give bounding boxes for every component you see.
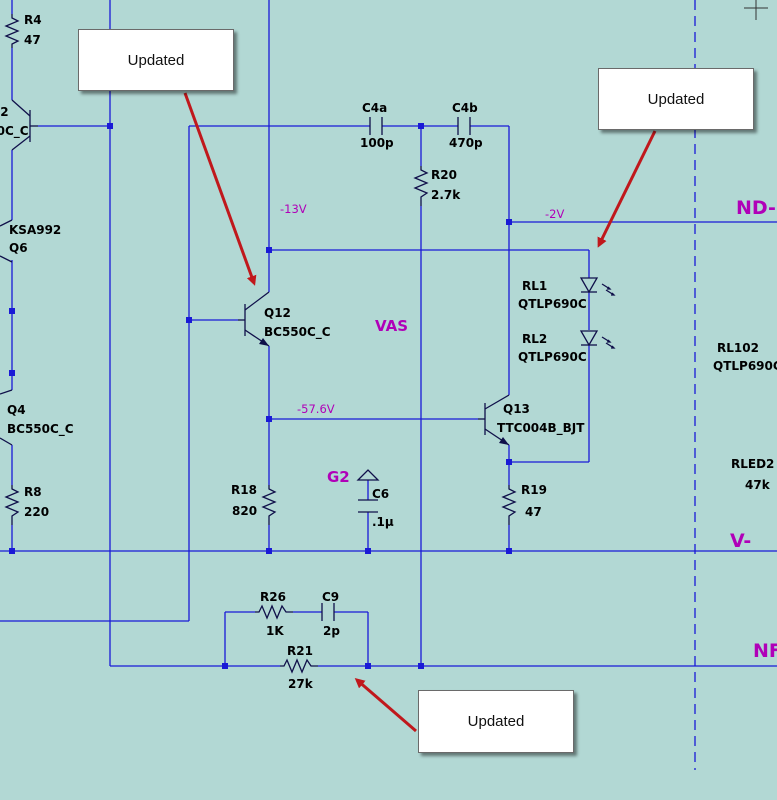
- label-r19-ref: R19: [521, 483, 547, 497]
- label-q6-value: KSA992: [9, 223, 61, 237]
- label-c9-ref: C9: [322, 590, 339, 604]
- led-rl2-symbol: [579, 330, 616, 349]
- label-c6-ref: C6: [372, 487, 389, 501]
- junction-dots: [9, 123, 512, 669]
- capacitor-c4a-symbol: [369, 117, 383, 135]
- callout-updated-q12: Updated: [78, 29, 234, 91]
- label-r18-value: 820: [232, 504, 257, 518]
- label-r26-ref: R26: [260, 590, 286, 604]
- net-label-minus-57-6v: -57.6V: [297, 402, 335, 416]
- resistor-r21-symbol: [280, 658, 318, 674]
- resistor-r18-symbol: [261, 485, 277, 525]
- label-rl2-ref: RL2: [522, 332, 547, 346]
- callout-text: Updated: [647, 90, 705, 108]
- label-c4b-value: 470p: [449, 136, 483, 150]
- label-r4-ref: R4: [24, 13, 42, 27]
- net-label-v-minus: V-: [730, 530, 751, 552]
- net-label-nd-minus: ND-: [736, 197, 776, 219]
- cursor-crosshair-icon: [744, 0, 768, 20]
- label-c6-value: .1µ: [372, 515, 394, 529]
- ground-g2-symbol: [356, 469, 380, 481]
- callout-text: Updated: [467, 713, 525, 730]
- wires: [0, 0, 777, 667]
- label-c4a-value: 100p: [360, 136, 394, 150]
- label-q2-value: BC550C_C: [0, 124, 29, 139]
- label-q13-value: TTC004B_BJT: [497, 421, 585, 436]
- label-q13-ref: Q13: [503, 402, 530, 416]
- label-q4-ref: Q4: [7, 403, 26, 417]
- net-label-vas: VAS: [375, 317, 408, 335]
- resistor-r20-symbol: [413, 166, 429, 206]
- component-labels: R4 47 Q2 BC550C_C KSA992 Q6 Q4 BC550C_C …: [0, 13, 777, 691]
- capacitor-c9-symbol: [321, 603, 335, 621]
- resistor-r19-symbol: [501, 485, 517, 525]
- label-rled2-value: 47k: [745, 478, 771, 492]
- resistor-r26-symbol: [255, 604, 293, 620]
- label-r21-value: 27k: [288, 677, 314, 691]
- resistor-r8-symbol: [4, 485, 20, 525]
- label-r26-value: 1K: [266, 624, 284, 638]
- label-rl102-ref: RL102: [717, 341, 759, 355]
- capacitor-c4b-symbol: [457, 117, 471, 135]
- led-rl1-symbol: [579, 277, 616, 296]
- label-q2-ref: Q2: [0, 105, 9, 119]
- net-label-g2: G2: [327, 468, 350, 486]
- transistor-q12-symbol: [238, 291, 270, 347]
- label-rl1-value: QTLP690C: [518, 297, 587, 311]
- net-label-nf: NF: [753, 640, 777, 662]
- label-r20-value: 2.7k: [431, 188, 461, 202]
- label-c4a-ref: C4a: [362, 101, 387, 115]
- label-r21-ref: R21: [287, 644, 313, 658]
- label-rl2-value: QTLP690C: [518, 350, 587, 364]
- label-q4-value: BC550C_C: [7, 422, 74, 437]
- capacitor-c6-symbol: [358, 499, 378, 513]
- transistor-q4-symbol: [0, 389, 13, 446]
- transistor-q2-symbol: [11, 99, 38, 151]
- label-r20-ref: R20: [431, 168, 457, 182]
- label-q6-ref: Q6: [9, 241, 28, 255]
- net-label-minus-2v: -2V: [545, 207, 564, 221]
- label-r18-ref: R18: [231, 483, 257, 497]
- callout-updated-led: Updated: [598, 68, 754, 130]
- label-rl1-ref: RL1: [522, 279, 547, 293]
- label-r8-value: 220: [24, 505, 49, 519]
- label-q12-ref: Q12: [264, 306, 291, 320]
- resistor-r4-symbol: [4, 14, 20, 48]
- label-r19-value: 47: [525, 505, 542, 519]
- label-c9-value: 2p: [323, 624, 340, 638]
- callout-text: Updated: [127, 51, 185, 69]
- label-c4b-ref: C4b: [452, 101, 478, 115]
- label-q12-value: BC550C_C: [264, 325, 331, 340]
- label-r4-value: 47: [24, 33, 41, 47]
- net-labels: -13V -2V -57.6V VAS G2 ND- V- NF: [280, 197, 777, 662]
- label-r8-ref: R8: [24, 485, 42, 499]
- label-rled2-ref: RLED2: [731, 457, 774, 471]
- label-rl102-value: QTLP690C: [713, 359, 777, 373]
- transistor-q13-symbol: [478, 394, 510, 446]
- transistor-q6-symbol: [0, 219, 13, 263]
- net-label-minus-13v: -13V: [280, 202, 307, 216]
- callout-arrows: [183, 92, 657, 733]
- callout-updated-r21: Updated: [418, 690, 574, 753]
